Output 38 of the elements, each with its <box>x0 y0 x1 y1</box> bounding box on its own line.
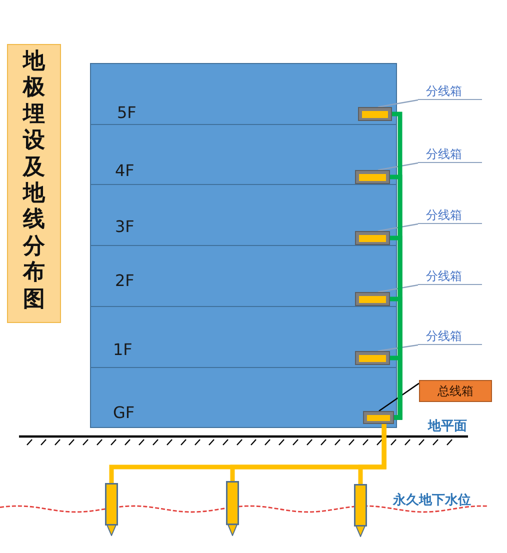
junction-box <box>355 231 390 245</box>
leader-line <box>378 344 418 352</box>
leader-line <box>378 223 418 232</box>
callout-label: 分线箱 <box>418 268 482 285</box>
ground-level-label: 地平面 <box>428 419 467 435</box>
callout-label: 分线箱 <box>418 146 482 163</box>
ground-rod <box>354 484 367 537</box>
floor-label: 4F <box>115 162 134 180</box>
junction-box <box>355 170 390 184</box>
leader-line <box>378 162 418 171</box>
ground-wire <box>358 424 386 484</box>
floor-band <box>90 124 397 185</box>
floor-label: 2F <box>115 272 134 290</box>
junction-box <box>363 411 394 424</box>
ground-wire <box>390 356 402 420</box>
junction-box <box>355 292 390 306</box>
water-table-label: 永久地下水位 <box>393 493 471 509</box>
title: 地极埋设及地线分布图 <box>7 44 61 323</box>
floor-band <box>90 367 397 428</box>
callout-label: 分线箱 <box>418 207 482 224</box>
floor-label: GF <box>113 404 135 422</box>
callout-label: 分线箱 <box>418 83 482 100</box>
junction-box <box>358 107 392 121</box>
floor-band <box>90 63 397 125</box>
callout-box: 总线箱 <box>419 380 492 402</box>
floor-label: 5F <box>117 104 136 122</box>
floor-label: 1F <box>113 341 132 359</box>
floor-band <box>90 306 397 368</box>
junction-box <box>355 351 390 365</box>
ground-rod <box>226 481 239 536</box>
ground-rod <box>105 483 118 536</box>
leader-line <box>378 284 418 293</box>
leader-line <box>378 382 420 412</box>
floor-band <box>90 245 397 307</box>
callout-label: 分线箱 <box>418 328 482 345</box>
leader-line <box>378 99 418 108</box>
floor-band <box>90 184 397 246</box>
floor-label: 3F <box>115 218 134 236</box>
